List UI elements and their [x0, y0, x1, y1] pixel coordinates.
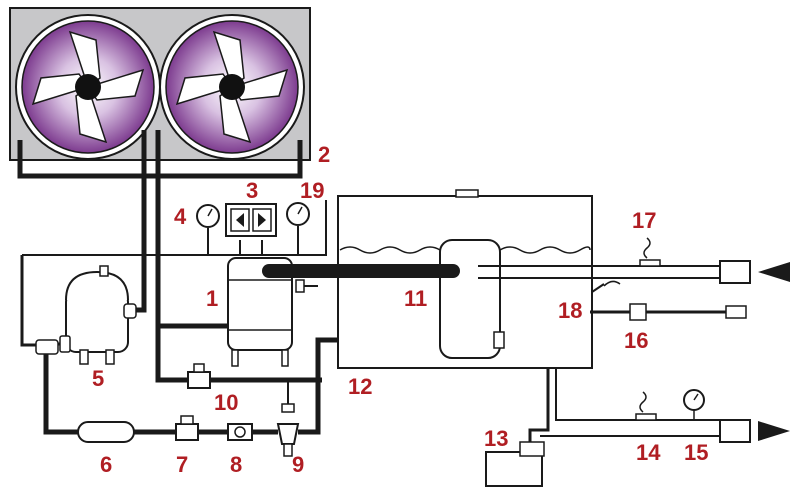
- label-1: 1: [206, 286, 218, 311]
- expansion-valve: [276, 403, 300, 457]
- heat-exchanger: [439, 239, 505, 359]
- label-19: 19: [300, 178, 324, 203]
- fan-icon: [15, 14, 161, 160]
- pressure-gauge-icon: [286, 202, 310, 226]
- pressure-switch: [225, 203, 277, 237]
- label-16: 16: [624, 328, 648, 353]
- label-14: 14: [636, 440, 661, 465]
- label-17: 17: [632, 208, 656, 233]
- solenoid-valve: [227, 423, 253, 441]
- label-12: 12: [348, 374, 372, 399]
- sight-glass: [175, 415, 199, 441]
- label-3: 3: [246, 178, 258, 203]
- compressor: [35, 265, 137, 365]
- label-7: 7: [176, 452, 188, 477]
- label-5: 5: [92, 366, 104, 391]
- label-6: 6: [100, 452, 112, 477]
- label-9: 9: [292, 452, 304, 477]
- service-valve: [187, 363, 211, 389]
- label-11: 11: [404, 286, 427, 311]
- flow-arrow-icon: [758, 421, 790, 441]
- water-pump: [485, 441, 545, 487]
- pressure-gauge-icon: [683, 389, 705, 411]
- filter-drier: [77, 421, 135, 443]
- pressure-gauge-icon: [196, 204, 220, 228]
- condenser-unit: [9, 7, 311, 161]
- suction-line: [262, 264, 460, 278]
- water-line: [478, 237, 751, 448]
- label-4: 4: [174, 204, 187, 229]
- fan-icon: [159, 14, 305, 160]
- receiver-tank: [227, 257, 305, 367]
- label-10: 10: [214, 390, 238, 415]
- flow-arrow-icon: [758, 262, 790, 282]
- label-18: 18: [558, 298, 582, 323]
- label-8: 8: [230, 452, 242, 477]
- label-13: 13: [484, 426, 508, 451]
- label-15: 15: [684, 440, 708, 465]
- label-2: 2: [318, 142, 330, 167]
